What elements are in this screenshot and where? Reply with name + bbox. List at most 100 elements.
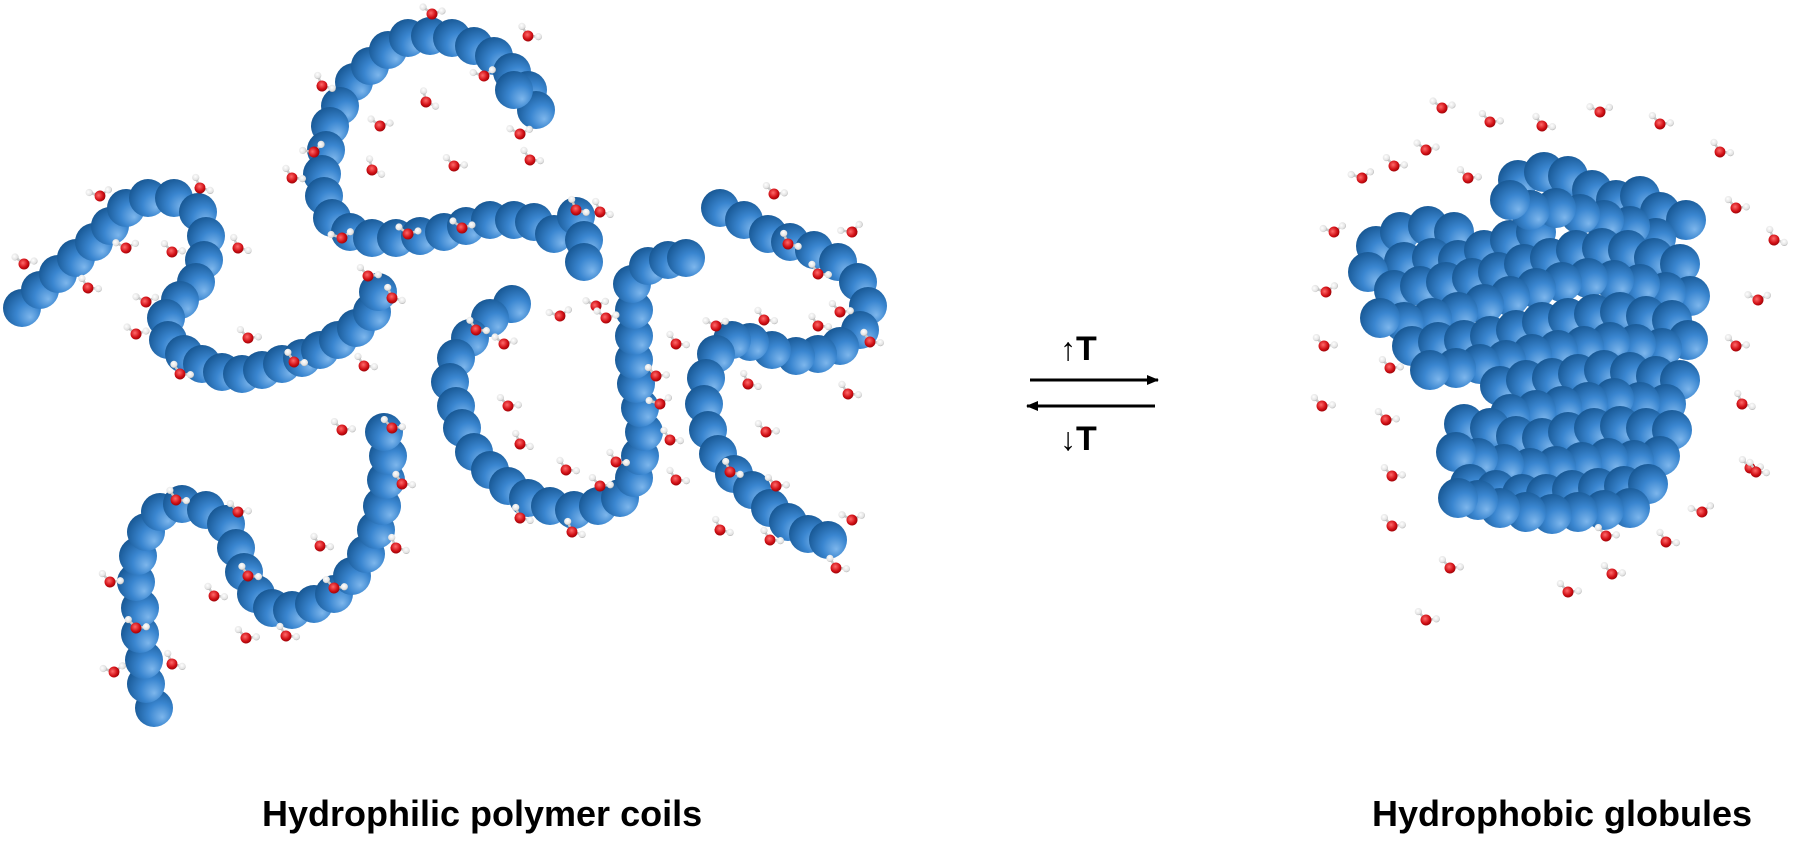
temperature-symbol: T	[1076, 330, 1097, 368]
water-molecule-icon	[442, 153, 468, 172]
water-molecule-icon	[666, 466, 691, 486]
water-molecule-icon	[112, 239, 139, 254]
water-molecule-icon	[160, 239, 186, 258]
water-molecule-icon	[132, 293, 159, 308]
water-molecule-icon	[1456, 165, 1482, 184]
water-molecule-icon	[1413, 139, 1440, 156]
water-molecule-icon	[808, 260, 833, 280]
water-molecule-icon	[1586, 103, 1613, 118]
water-molecule-icon	[1414, 607, 1440, 626]
water-molecule-icon	[1312, 333, 1338, 352]
water-molecule-icon	[1738, 455, 1764, 474]
water-molecule-icon	[366, 155, 386, 178]
water-molecule-icon	[1438, 555, 1464, 574]
water-molecule-icon	[230, 233, 252, 255]
water-molecule-icon	[392, 470, 417, 490]
water-molecule-icon	[164, 649, 186, 671]
polymer-bead	[129, 179, 167, 217]
water-molecule-icon	[1380, 463, 1406, 482]
temperature-symbol: T	[1076, 420, 1097, 458]
polymer-bead	[1666, 200, 1706, 240]
polymer-bead	[365, 413, 403, 451]
polymer-bead	[359, 273, 397, 311]
water-molecule-icon	[645, 394, 672, 410]
water-molecules-right	[1310, 97, 1788, 626]
water-molecule-icon	[1319, 222, 1346, 238]
water-molecule-icon	[419, 3, 446, 20]
water-molecule-icon	[322, 575, 348, 594]
water-molecule-icon	[314, 71, 336, 93]
water-molecule-icon	[518, 22, 543, 42]
water-molecule-icon	[124, 615, 150, 634]
water-molecule-icon	[1766, 225, 1788, 247]
water-molecule-icon	[284, 348, 309, 368]
water-molecule-icon	[660, 426, 685, 446]
water-molecule-icon	[564, 517, 586, 539]
down-arrow-icon: ↓	[1060, 421, 1076, 457]
water-molecule-icon	[354, 352, 379, 372]
temperature-increase-label: ↑T	[1060, 330, 1097, 369]
water-molecule-icon	[754, 419, 780, 438]
water-molecule-icon	[644, 363, 670, 382]
water-molecule-icon	[512, 503, 534, 525]
water-molecule-icon	[837, 220, 863, 238]
polymer-bead	[1436, 432, 1476, 472]
polymer-bead	[1490, 180, 1530, 220]
water-molecule-icon	[276, 622, 301, 642]
water-molecule-icon	[123, 323, 150, 340]
water-molecule-icon	[1478, 109, 1504, 128]
equilibrium-arrows-icon	[1026, 375, 1159, 411]
water-molecule-icon	[226, 499, 252, 518]
water-molecule-icon	[236, 325, 262, 344]
water-molecule-icon	[754, 306, 779, 326]
water-molecule-icon	[1687, 502, 1714, 518]
water-molecule-icon	[1311, 282, 1338, 298]
water-molecule-icon	[568, 195, 590, 217]
water-molecule-icon	[740, 369, 762, 391]
water-molecules-left	[11, 3, 885, 678]
polymer-bead	[1438, 478, 1478, 518]
water-molecule-icon	[780, 229, 802, 251]
water-molecule-icon	[606, 448, 631, 468]
water-molecule-icon	[496, 393, 522, 412]
water-molecule-icon	[1710, 138, 1735, 158]
water-molecule-icon	[238, 562, 263, 582]
polymer-bead	[667, 239, 705, 277]
water-molecule-icon	[166, 486, 191, 506]
water-molecule-icon	[11, 253, 38, 270]
polymer-chain	[117, 413, 407, 727]
temperature-decrease-label: ↓T	[1060, 420, 1097, 459]
water-molecule-icon	[722, 457, 744, 479]
water-molecule-icon	[234, 625, 260, 644]
polymer-chain	[3, 179, 397, 393]
polymer-bead	[809, 521, 847, 559]
water-molecule-icon	[712, 515, 734, 537]
water-molecule-icon	[512, 429, 534, 451]
water-molecule-icon	[1724, 333, 1750, 352]
polymer-chains	[3, 17, 887, 727]
polymer-chain	[303, 87, 603, 281]
water-molecule-icon	[1724, 195, 1750, 214]
water-molecule-icon	[299, 140, 325, 158]
water-molecule-icon	[588, 473, 614, 492]
water-molecule-icon	[449, 217, 476, 234]
water-molecule-icon	[808, 312, 833, 332]
hydrophobic-globule-panel	[1310, 97, 1788, 626]
polymer-chain	[431, 239, 705, 529]
up-arrow-icon: ↑	[1060, 331, 1076, 367]
water-molecule-icon	[367, 115, 394, 132]
water-molecule-icon	[520, 146, 545, 166]
water-molecule-icon	[204, 582, 229, 602]
water-molecule-icon	[420, 87, 440, 110]
water-molecule-icon	[764, 473, 790, 492]
water-molecule-icon	[192, 173, 214, 195]
hydrophobic-globules-label: Hydrophobic globules	[1372, 793, 1753, 834]
water-molecule-icon	[1310, 393, 1336, 412]
water-molecule-icon	[388, 533, 410, 555]
water-molecule-icon	[826, 554, 851, 574]
hydrophilic-coils-panel	[3, 3, 887, 727]
water-molecule-icon	[282, 164, 307, 184]
water-molecule-icon	[310, 532, 335, 552]
water-molecule-icon	[85, 186, 112, 202]
water-molecule-icon	[506, 125, 533, 140]
